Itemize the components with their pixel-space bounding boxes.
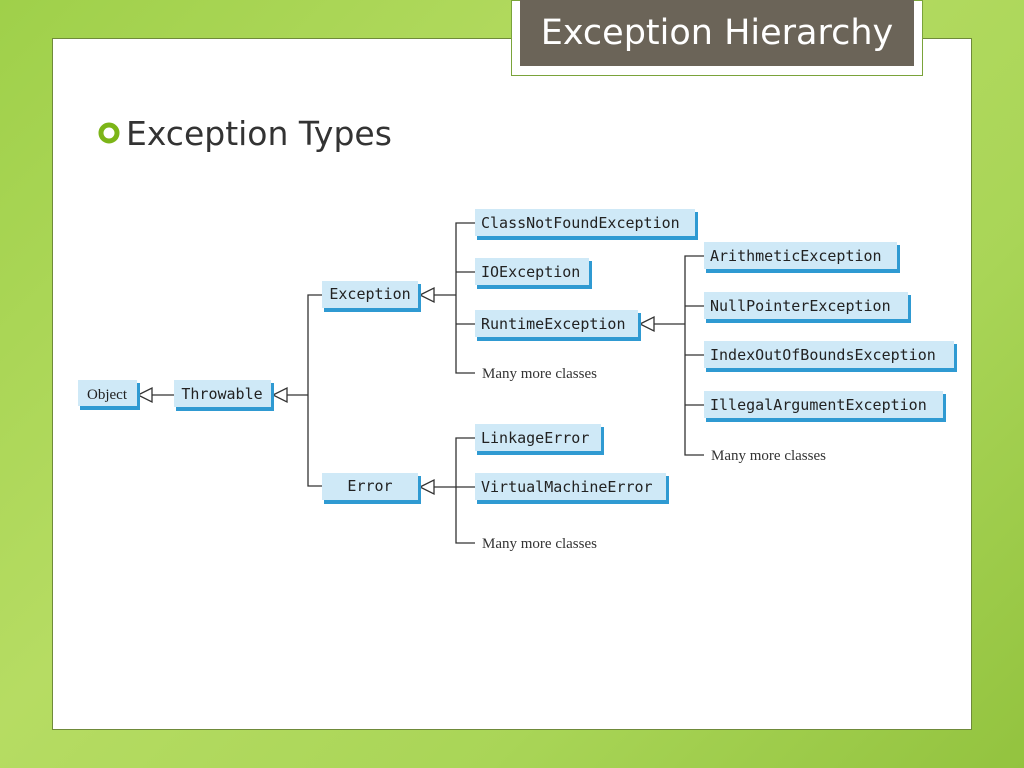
node-linkageerror: LinkageError — [475, 424, 604, 455]
node-arithmeticexception: ArithmeticException — [704, 242, 900, 273]
more-classes-label: Many more classes — [711, 448, 826, 464]
node-object: Object — [78, 380, 140, 410]
node-runtimeexception: RuntimeException — [475, 310, 641, 341]
node-label: ClassNotFoundException — [481, 214, 680, 232]
node-label: Object — [87, 387, 128, 403]
more-classes-label: Many more classes — [482, 366, 597, 382]
node-label: VirtualMachineError — [481, 478, 653, 496]
edge-exception-children — [455, 222, 475, 374]
arrowhead-runtimeexception — [638, 315, 655, 333]
node-label: RuntimeException — [481, 315, 626, 333]
diagram-edges — [152, 222, 704, 544]
node-error: Error — [322, 473, 421, 504]
arrowhead-error — [418, 478, 435, 496]
node-exception: Exception — [322, 281, 421, 312]
node-label: IndexOutOfBoundsException — [710, 346, 936, 364]
node-label: Error — [347, 477, 392, 495]
node-label: NullPointerException — [710, 297, 891, 315]
bullet-item: Exception Types — [98, 110, 392, 156]
node-classnotfoundexception: ClassNotFoundException — [475, 209, 698, 240]
node-nullpointerexception: NullPointerException — [704, 292, 911, 323]
arrowhead-throwable — [271, 386, 288, 404]
bullet-text: Exception Types — [126, 113, 392, 153]
edge-error-children — [455, 437, 475, 544]
node-virtualmachineerror: VirtualMachineError — [475, 473, 669, 504]
node-label: IOException — [481, 263, 580, 281]
diagram-arrowheads — [136, 286, 655, 496]
node-indexoutofboundsexception: IndexOutOfBoundsException — [704, 341, 957, 372]
slide-title: Exception Hierarchy — [520, 0, 914, 66]
more-classes-label: Many more classes — [482, 536, 597, 552]
node-illegalargumentexception: IllegalArgumentException — [704, 391, 946, 422]
node-label: LinkageError — [481, 429, 589, 447]
node-label: Exception — [329, 285, 410, 303]
node-ioexception: IOException — [475, 258, 592, 289]
node-label: Throwable — [181, 385, 262, 403]
node-throwable: Throwable — [174, 380, 274, 411]
bullet-ring-icon — [98, 122, 120, 144]
node-label: IllegalArgumentException — [710, 396, 927, 414]
edge-exception-throwable — [307, 294, 322, 487]
arrowhead-object — [136, 386, 153, 404]
arrowhead-exception — [418, 286, 435, 304]
node-label: ArithmeticException — [710, 247, 882, 265]
